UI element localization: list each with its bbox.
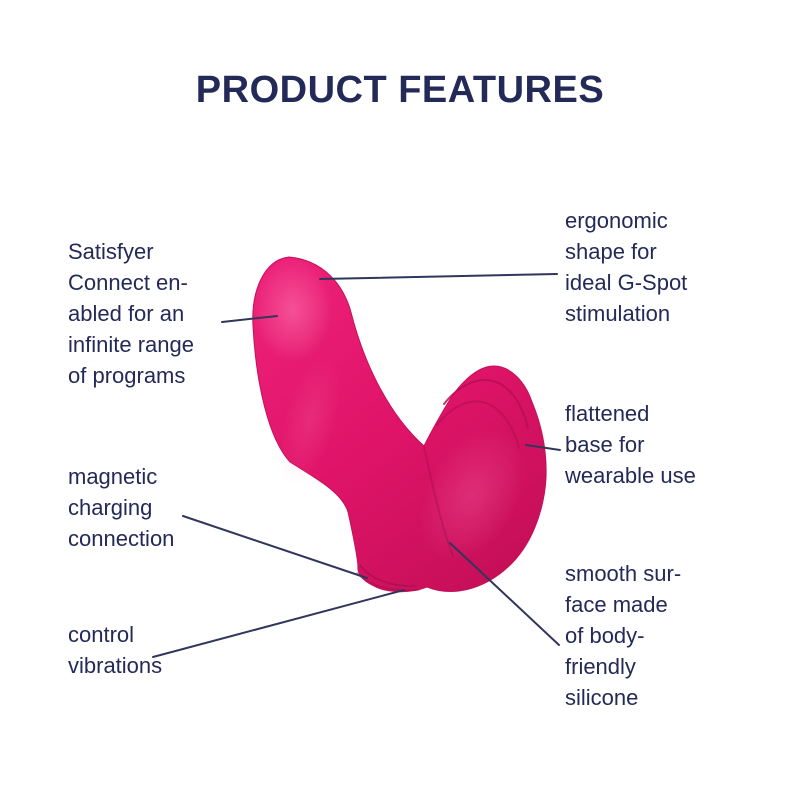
annotation-line-flattened [525,444,561,451]
base-highlight [419,427,525,563]
feature-label-smooth-surface: smooth sur- face made of body- friendly … [565,561,682,710]
feature-label-magnetic-charging: magnetic charging connection [68,464,175,551]
annotation-line-ergonomic [319,273,558,280]
arm-base-crease [423,446,454,557]
feature-label-connect-enabled: Satisfyer Connect en- abled for an infin… [68,239,194,388]
annotation-line-smooth [449,542,560,646]
base-ripple-line-2 [436,400,520,449]
annotation-line-connect [221,315,278,323]
base-ripple-line-1 [443,379,529,429]
head-highlight [253,258,333,362]
annotation-lines [152,273,561,658]
arm-highlight [279,353,341,487]
annotation-line-control [152,589,405,658]
page-title: PRODUCT FEATURES [195,69,605,111]
product-illustration [252,256,547,593]
annotation-line-magnetic [182,515,368,579]
feature-label-control-vibrations: control vibrations [68,622,163,678]
feature-label-ergonomic-shape: ergonomic shape for ideal G-Spot stimula… [565,208,688,326]
skirt-ridge-line-1 [359,564,417,587]
feature-label-flattened-base: flattened base for wearable use [565,401,696,488]
